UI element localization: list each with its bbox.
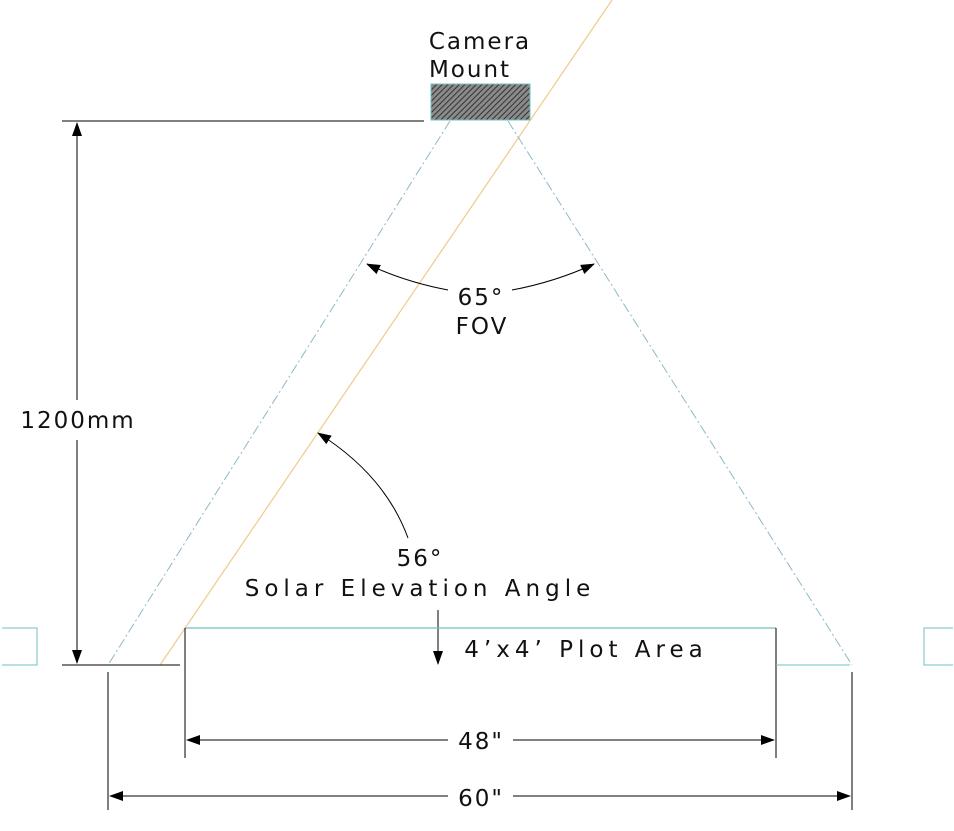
right-edge-bracket [923, 627, 953, 666]
outer-width-label: 60" [458, 786, 504, 812]
sun-ray-line [159, 0, 613, 666]
camera-mount-block [430, 83, 531, 121]
fov-arc-left [366, 263, 449, 291]
plot-area-label: 4’x4’ Plot Area [464, 637, 707, 663]
fov-angle-text: FOV [456, 314, 509, 340]
left-edge-bracket [2, 627, 38, 666]
camera-mount-label-line2: Mount [429, 57, 511, 83]
solar-angle-arc [317, 432, 409, 539]
height-dimension-label: 1200mm [20, 408, 135, 434]
inner-width-label: 48" [458, 729, 504, 755]
fov-left-line [107, 120, 451, 666]
solar-angle-value: 56° [397, 546, 444, 572]
camera-mount-label-line1: Camera [429, 29, 531, 55]
fov-arc-right [511, 263, 595, 291]
solar-angle-text: Solar Elevation Angle [245, 576, 596, 602]
fov-right-line [507, 120, 853, 666]
fov-angle-value: 65° [458, 285, 505, 311]
